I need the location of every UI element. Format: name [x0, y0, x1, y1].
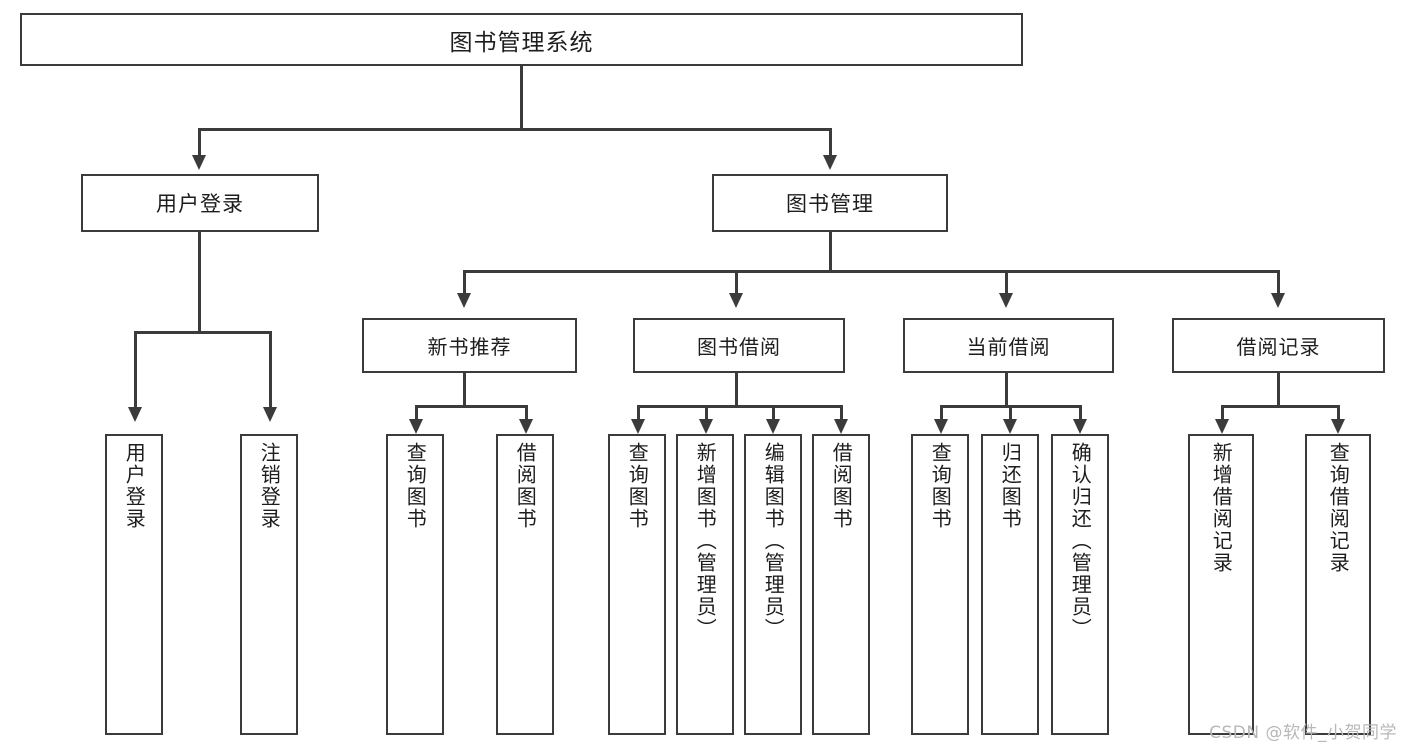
node-current-borrow[interactable]: 当前借阅	[903, 318, 1114, 373]
node-leaf-query-book-3[interactable]: 查询图书	[911, 434, 969, 735]
arrow-down-icon	[1073, 419, 1087, 434]
edge-book-borrow-distributor	[637, 405, 843, 408]
arrow-down-icon	[934, 419, 948, 434]
arrow-down-icon	[409, 419, 423, 434]
node-label: 图书管理	[786, 192, 874, 216]
edge-current-borrow-stem	[1005, 373, 1008, 407]
node-label: 确认归还（管理员）	[1068, 442, 1093, 640]
edge-to-leaf-query-book-2	[637, 405, 640, 421]
node-label: 编辑图书（管理员）	[761, 442, 786, 640]
edge-to-leaf-query-book-1	[415, 405, 418, 421]
node-leaf-add-record[interactable]: 新增借阅记录	[1188, 434, 1254, 735]
node-leaf-query-record[interactable]: 查询借阅记录	[1305, 434, 1371, 735]
node-label: 注销登录	[257, 442, 282, 530]
edge-to-leaf-logout-login	[269, 331, 272, 410]
edge-to-leaf-add-book	[705, 405, 708, 421]
arrow-down-icon	[999, 293, 1013, 308]
node-label: 查询图书	[403, 442, 428, 530]
edge-root-to-user-login	[198, 128, 201, 158]
edge-new-book-recommend-stem	[463, 373, 466, 407]
node-book-management[interactable]: 图书管理	[712, 174, 948, 232]
node-leaf-borrow-book-1[interactable]: 借阅图书	[496, 434, 554, 735]
node-new-book-recommend[interactable]: 新书推荐	[362, 318, 577, 373]
edge-book-management-distributor	[463, 270, 1277, 273]
edge-root-stem	[520, 66, 523, 129]
edge-root-to-book-management	[829, 128, 832, 158]
edge-to-leaf-add-record	[1221, 405, 1224, 421]
node-leaf-return-book[interactable]: 归还图书	[981, 434, 1039, 735]
edge-to-leaf-edit-book	[772, 405, 775, 421]
edge-borrow-record-stem	[1277, 373, 1280, 407]
node-leaf-confirm-return[interactable]: 确认归还（管理员）	[1051, 434, 1109, 735]
edge-to-book-borrow	[735, 270, 738, 296]
node-label: 查询图书	[625, 442, 650, 530]
edge-to-leaf-borrow-book-1	[525, 405, 528, 421]
node-label: 新增图书（管理员）	[693, 442, 718, 640]
node-label: 图书管理系统	[449, 29, 594, 56]
node-leaf-query-book-2[interactable]: 查询图书	[608, 434, 666, 735]
node-leaf-borrow-book-2[interactable]: 借阅图书	[812, 434, 870, 735]
arrow-down-icon	[834, 419, 848, 434]
node-leaf-logout-login[interactable]: 注销登录	[240, 434, 298, 735]
node-label: 用户登录	[122, 442, 147, 530]
node-leaf-query-book-1[interactable]: 查询图书	[386, 434, 444, 735]
node-leaf-edit-book[interactable]: 编辑图书（管理员）	[744, 434, 802, 735]
edge-new-book-recommend-distributor	[415, 405, 528, 408]
arrow-down-icon	[128, 407, 142, 422]
node-label: 查询图书	[928, 442, 953, 530]
arrow-down-icon	[457, 293, 471, 308]
node-label: 图书借阅	[697, 335, 781, 359]
node-label: 借阅记录	[1236, 335, 1321, 359]
edge-to-leaf-return-book	[1009, 405, 1012, 421]
node-label: 归还图书	[998, 442, 1023, 530]
node-user-login[interactable]: 用户登录	[81, 174, 319, 232]
edge-to-leaf-query-record	[1337, 405, 1340, 421]
arrow-down-icon	[263, 407, 277, 422]
edge-to-borrow-record	[1277, 270, 1280, 296]
arrow-down-icon	[1003, 419, 1017, 434]
edge-to-new-book-recommend	[463, 270, 466, 296]
node-label: 借阅图书	[513, 442, 538, 530]
arrow-down-icon	[1331, 419, 1345, 434]
node-label: 借阅图书	[829, 442, 854, 530]
edge-user-login-stem	[198, 232, 201, 333]
arrow-down-icon	[631, 419, 645, 434]
edge-to-current-borrow	[1005, 270, 1008, 296]
arrow-down-icon	[192, 155, 206, 170]
arrow-down-icon	[729, 293, 743, 308]
node-label: 查询借阅记录	[1326, 442, 1351, 574]
edge-book-borrow-stem	[735, 373, 738, 407]
arrow-down-icon	[766, 419, 780, 434]
edge-to-leaf-confirm-return	[1079, 405, 1082, 421]
arrow-down-icon	[1215, 419, 1229, 434]
edge-to-leaf-user-login	[134, 331, 137, 410]
node-book-borrow[interactable]: 图书借阅	[633, 318, 845, 373]
edge-to-leaf-borrow-book-2	[840, 405, 843, 421]
arrow-down-icon	[823, 155, 837, 170]
node-borrow-record[interactable]: 借阅记录	[1172, 318, 1385, 373]
node-label: 新增借阅记录	[1209, 442, 1234, 574]
node-label: 新书推荐	[427, 335, 512, 359]
node-label: 用户登录	[156, 192, 244, 216]
edge-root-distributor	[198, 128, 832, 131]
edge-book-management-stem	[829, 232, 832, 272]
node-leaf-user-login[interactable]: 用户登录	[105, 434, 163, 735]
node-label: 当前借阅	[966, 335, 1051, 359]
node-leaf-add-book[interactable]: 新增图书（管理员）	[676, 434, 734, 735]
edge-user-login-distributor	[134, 331, 271, 334]
arrow-down-icon	[1271, 293, 1285, 308]
node-root-system[interactable]: 图书管理系统	[20, 13, 1023, 66]
arrow-down-icon	[519, 419, 533, 434]
arrow-down-icon	[699, 419, 713, 434]
edge-to-leaf-query-book-3	[940, 405, 943, 421]
edge-borrow-record-distributor	[1221, 405, 1339, 408]
